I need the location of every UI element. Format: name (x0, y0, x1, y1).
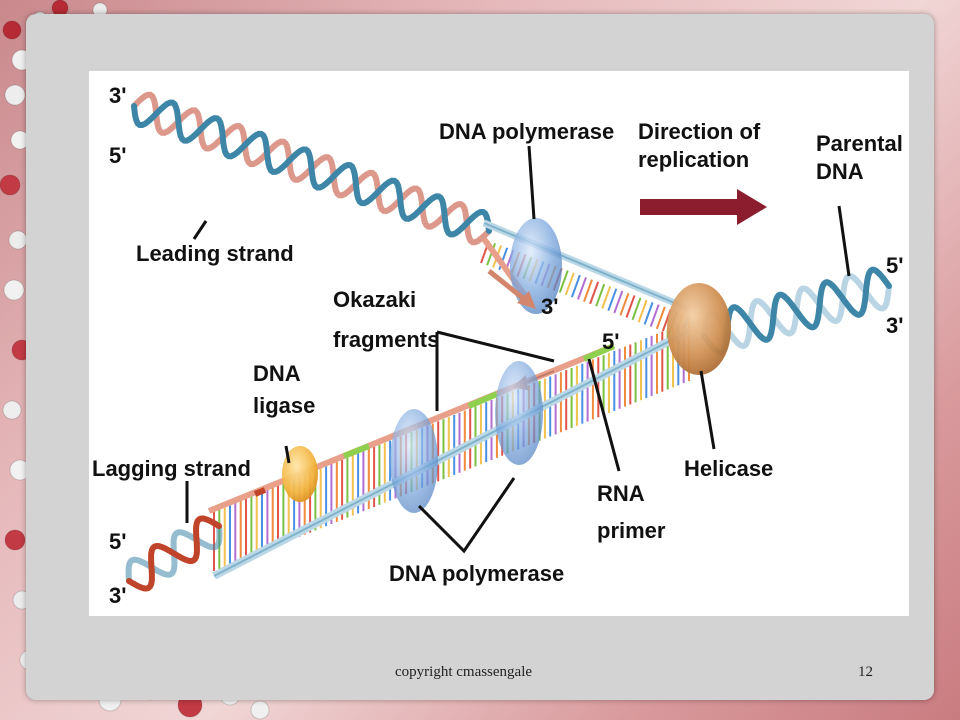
leading-strand-arrow (487, 269, 536, 309)
lagging-strand-label: Lagging strand (92, 456, 251, 481)
lagging-helix-front (126, 515, 222, 592)
leading-helix-front (131, 99, 492, 238)
leading-base-pair (595, 283, 606, 307)
dna-polymerase-top-label: DNA polymerase (439, 119, 614, 144)
dna-polymerase-bottom-label: DNA polymerase (389, 561, 564, 586)
direction-label-line1: Direction of (638, 119, 761, 144)
leading-3prime-label: 3' (109, 83, 126, 108)
leading-base-pair (637, 299, 648, 323)
okazaki-label-line1: Okazaki (333, 287, 416, 312)
leading-strand-label: Leading strand (136, 241, 294, 266)
rna-primer-label-line2: primer (597, 518, 666, 543)
background-bead (4, 84, 26, 106)
helix-strands (125, 91, 892, 592)
leading-base-pair (655, 306, 666, 330)
dna-polymerase-leading (510, 218, 562, 314)
leading-base-pair (613, 290, 624, 314)
parental-dna-label-line2: DNA (816, 159, 864, 184)
helicase-enzyme (667, 283, 731, 375)
parental-dna-label-line1: Parental (816, 131, 903, 156)
dna-ligase-enzyme (282, 446, 318, 502)
slide-number: 12 (858, 664, 873, 680)
leading-base-pair (625, 295, 636, 318)
leading-base-pair (589, 281, 600, 305)
lagging-3prime-label: 3' (109, 583, 126, 608)
background-bead (2, 400, 22, 420)
leading-base-pair (649, 304, 660, 327)
leading-base-pair (619, 292, 630, 316)
leading-base-pair (643, 302, 654, 325)
background-bead (0, 174, 21, 196)
helicase-label: Helicase (684, 456, 773, 481)
background-bead (3, 279, 25, 301)
leading-base-pair (577, 277, 587, 300)
okazaki-label-line2: fragments (333, 327, 439, 352)
ligase-label-line2: ligase (253, 393, 315, 418)
leading-end-3prime-label: 3' (541, 294, 558, 319)
leading-base-pair (601, 286, 612, 309)
leading-base-pair (631, 297, 642, 321)
leading-base-pair (564, 272, 575, 296)
dna-replication-diagram: 3' 5' Leading strand DNA polymerase Dire… (92, 83, 903, 608)
lagging-5prime-mid-label: 5' (602, 329, 619, 354)
direction-arrow (640, 189, 767, 225)
background-bead (8, 230, 28, 250)
leading-5prime-label: 5' (109, 143, 126, 168)
leading-base-pair (583, 279, 593, 302)
dna-polymerase-lagging-1 (390, 409, 438, 513)
label-leader-lines (185, 145, 851, 554)
parental-helix-front (701, 266, 892, 356)
background-bead (250, 700, 270, 720)
ligase-label-line1: DNA (253, 361, 301, 386)
parental-3prime-label: 3' (886, 313, 903, 338)
leading-base-pair (607, 288, 618, 312)
leading-base-pair (570, 274, 581, 298)
background-bead (4, 529, 26, 551)
parental-5prime-label: 5' (886, 253, 903, 278)
rna-primer-label-line1: RNA (597, 481, 645, 506)
copyright-footer: copyright cmassengale (395, 664, 533, 680)
rna-primer-segments (253, 343, 616, 497)
leading-base-pair (486, 242, 497, 266)
leading-base-pair (558, 270, 569, 293)
background-bead (2, 20, 22, 40)
lagging-5prime-label: 5' (109, 529, 126, 554)
direction-label-line2: replication (638, 147, 749, 172)
dna-polymerase-lagging-2 (495, 361, 543, 465)
